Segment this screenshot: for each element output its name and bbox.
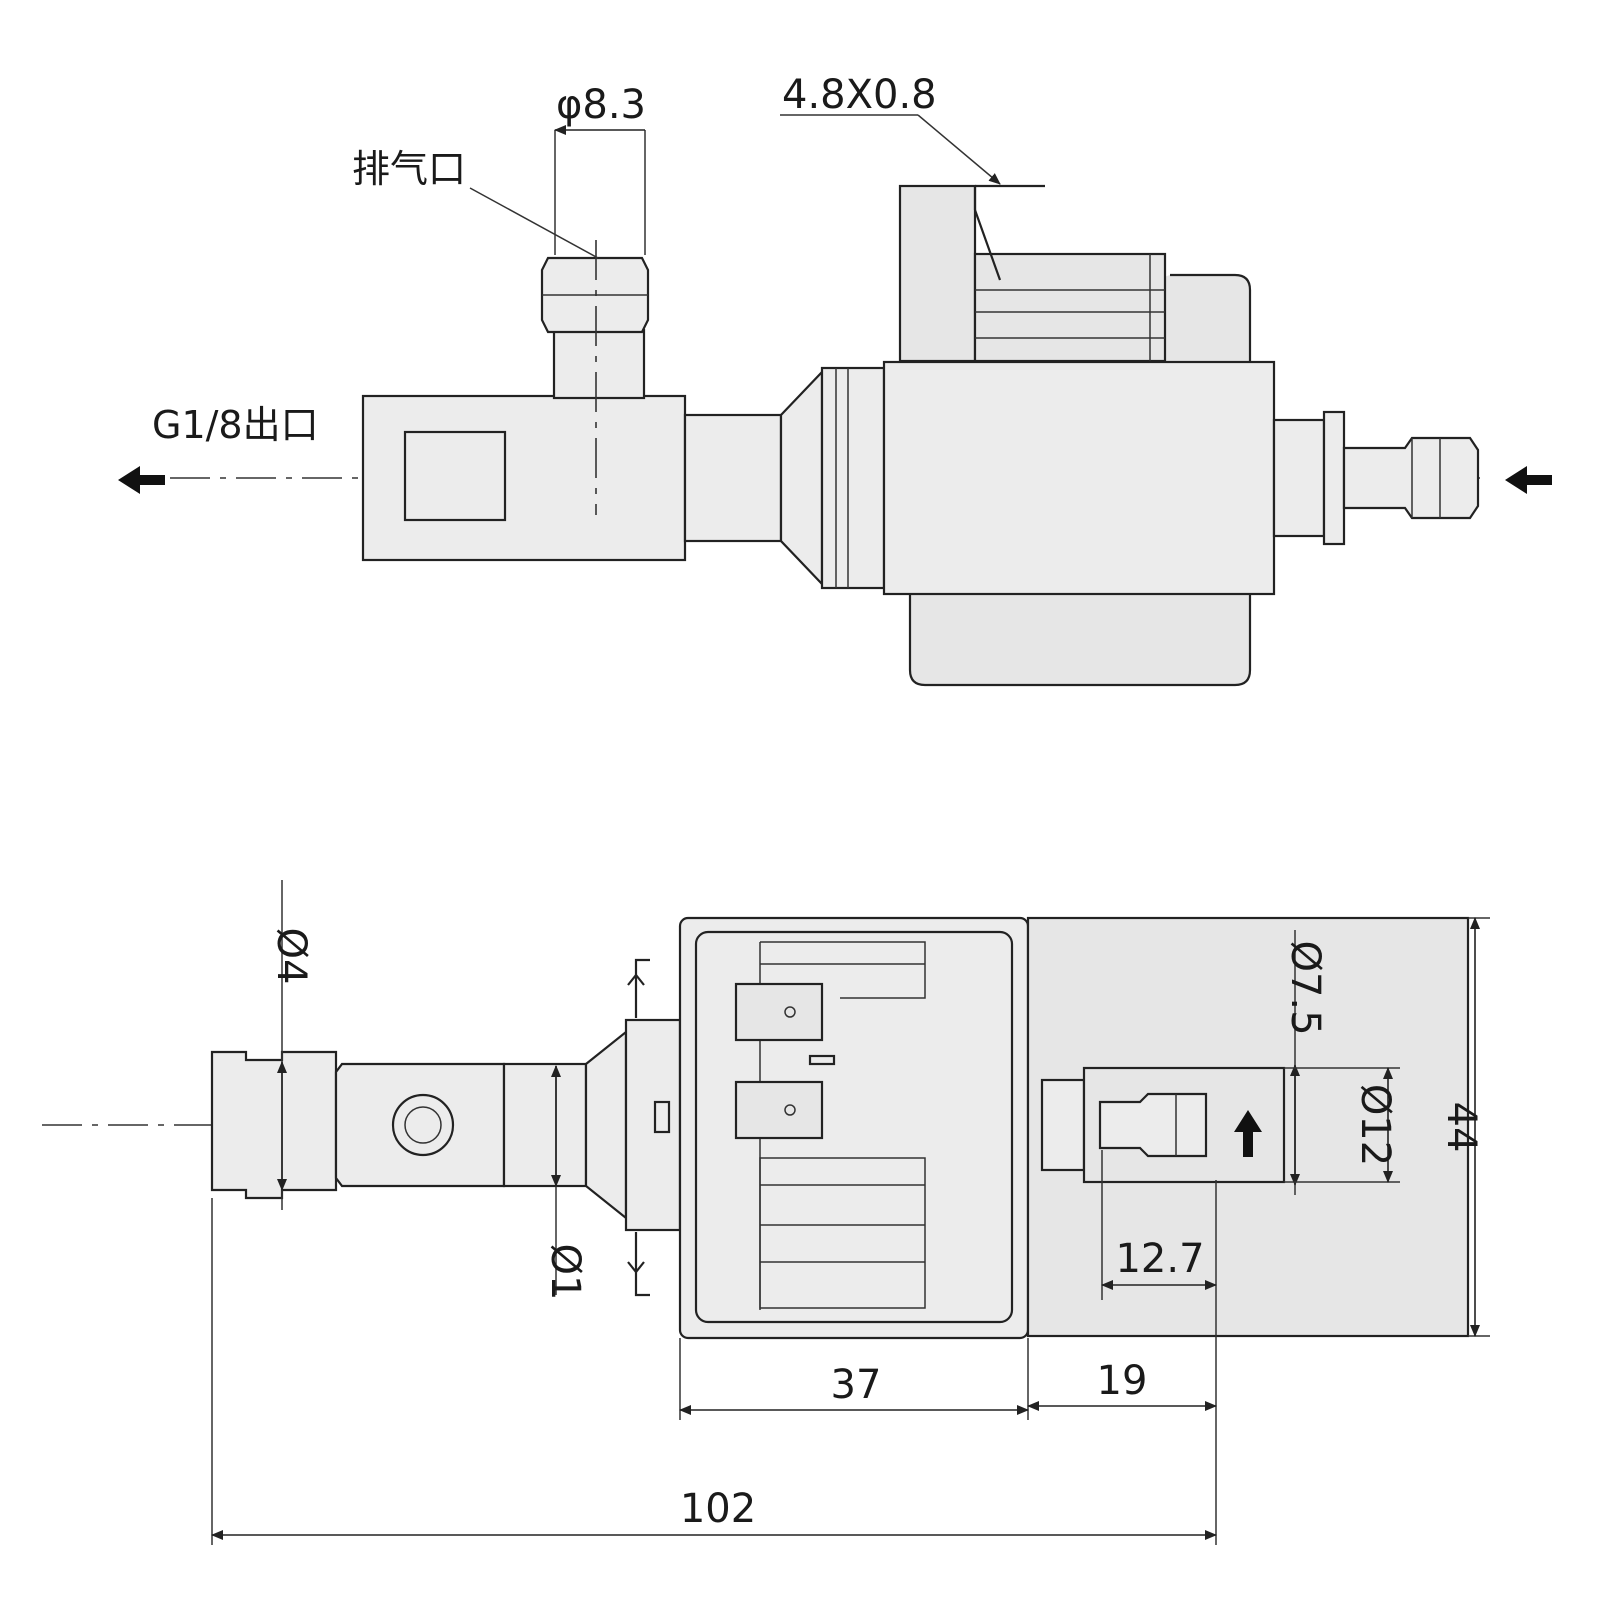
- vent-label: 排气口: [352, 147, 466, 191]
- d7_5-label: Ø7.5: [1282, 940, 1328, 1035]
- bottom-view: Ø4 Ø1 Ø7.5 Ø12 44 12.7 37 19 10: [42, 880, 1490, 1545]
- collar-ring: [820, 366, 886, 590]
- vent-tube-base: [552, 328, 646, 400]
- outlet-label: G1/8出口: [152, 403, 319, 447]
- terminal-lower-block: [759, 1157, 926, 1309]
- top-view: φ8.3 排气口 4.8X0.8 G1/8出口: [118, 72, 1552, 687]
- bottom-neck: [502, 1062, 588, 1188]
- valve-screw-inner: [404, 1106, 442, 1144]
- d1-label: Ø1: [542, 1244, 588, 1301]
- spade-terminal-1: [734, 982, 824, 1042]
- l12_7-label: 12.7: [1115, 1236, 1204, 1282]
- vent-leader: [469, 187, 599, 259]
- l19-label: 19: [1097, 1358, 1148, 1404]
- terminal-size-label: 4.8X0.8: [782, 72, 937, 118]
- bottom-inlet-stub: [1040, 1078, 1086, 1172]
- bottom-coil-housing: [678, 916, 1030, 1340]
- bottom-collar-flare: [584, 1029, 628, 1221]
- bottom-inlet-barb: [1098, 1092, 1208, 1158]
- outlet-body: [334, 1062, 506, 1188]
- terminal-slot: [808, 1054, 836, 1066]
- collar-key: [653, 1100, 671, 1134]
- l37-label: 37: [831, 1362, 882, 1408]
- d12-label: Ø12: [1352, 1084, 1398, 1166]
- outlet-nozzle: [210, 1050, 338, 1200]
- clip-bottom-arrow: [627, 1261, 645, 1274]
- clip-bottom-frame: [634, 1232, 650, 1297]
- neck: [683, 413, 783, 543]
- spade-terminal-2: [734, 1080, 824, 1140]
- terminal-connector: [973, 252, 1167, 363]
- h44-label: 44: [1438, 1102, 1484, 1153]
- clip-top-frame: [634, 958, 650, 1018]
- outlet-port-window: [403, 430, 507, 522]
- spade-hole-1: [784, 1006, 796, 1018]
- inlet-flange: [1322, 410, 1346, 546]
- coil-body: [882, 360, 1276, 596]
- collar-flare: [779, 369, 824, 587]
- inlet-flow-arrow-icon: [1505, 466, 1552, 494]
- inlet-barb: [1342, 436, 1480, 520]
- valve-screw-outer: [391, 1093, 455, 1157]
- terminal-top-outline: [760, 941, 926, 999]
- bottom-collar: [624, 1018, 682, 1232]
- coil-inner-frame: [694, 930, 1014, 1324]
- inlet-stub: [1272, 418, 1326, 538]
- d4-label: Ø4: [268, 928, 314, 985]
- outlet-flow-arrow-icon: [118, 466, 165, 494]
- spade-hole-2: [784, 1104, 796, 1116]
- l102-label: 102: [680, 1486, 756, 1532]
- blade-slope: [973, 209, 1002, 281]
- terminal-block: [898, 184, 977, 363]
- inlet-up-arrow-icon: [1234, 1110, 1262, 1157]
- clip-top-arrow: [627, 973, 645, 986]
- terminal-leader: [917, 114, 1001, 185]
- vent-diameter-label: φ8.3: [556, 82, 646, 128]
- outlet-block: [361, 394, 687, 562]
